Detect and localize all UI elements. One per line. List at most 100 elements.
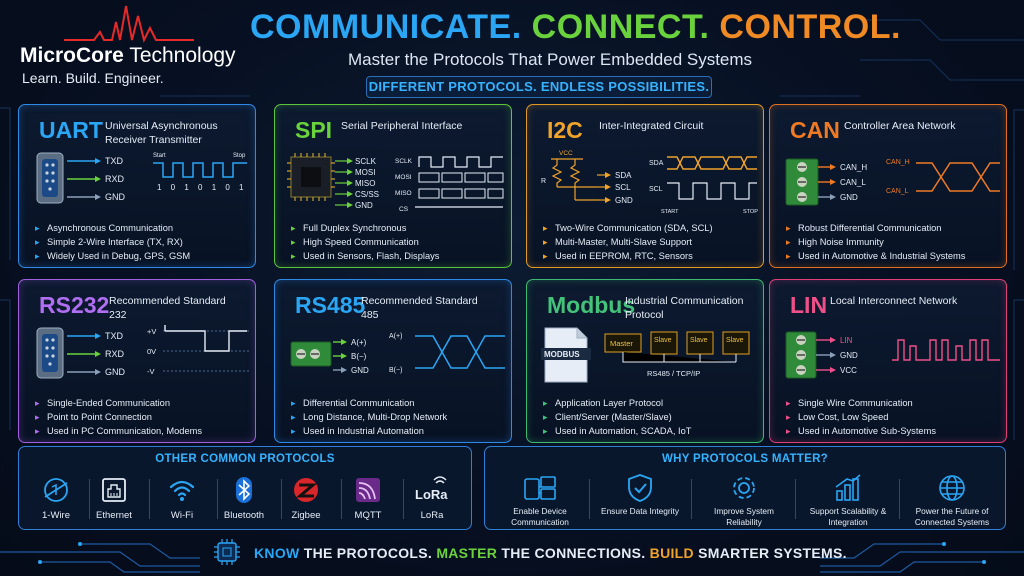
mqtt-icon xyxy=(356,478,380,502)
wave-start-label: Start xyxy=(153,153,166,159)
card-subtitle: Recommended Standard 485 xyxy=(361,295,478,321)
can-card: CAN Controller Area Network CAN_H CAN_L … xyxy=(769,104,1007,268)
spi-card: SPI Serial Peripheral Interface SCLK MOS… xyxy=(274,104,512,268)
slave-label: Slave xyxy=(654,337,672,344)
pin-label: VCC xyxy=(840,366,857,375)
benefit-item: Enable Device Communication xyxy=(495,473,585,528)
bullet: Low Cost, Low Speed xyxy=(786,410,936,424)
benefit-label: Support Scalability & Integration xyxy=(809,506,887,527)
protocol-item: Wi-Fi xyxy=(153,475,211,521)
slave-label: Slave xyxy=(690,337,708,344)
wave-label: CAN_H xyxy=(886,159,910,166)
slave-label: Slave xyxy=(726,337,744,344)
i2c-diagram: VCC R SDA SCL GND SDA SCL START STOP xyxy=(541,150,758,215)
brand-tagline: Learn. Build. Engineer. xyxy=(22,70,164,86)
pin-label: GND xyxy=(615,196,633,205)
protocol-label: MQTT xyxy=(354,510,382,521)
bullet: Two-Wire Communication (SDA, SCL) xyxy=(543,221,713,235)
divider xyxy=(899,479,900,519)
rs232-card: RS232 Recommended Standard 232 TXD RXD G… xyxy=(18,279,256,443)
bullet: Widely Used in Debug, GPS, GSM xyxy=(35,249,190,263)
bullet-list: Single-Ended Communication Point to Poin… xyxy=(35,396,202,438)
protocol-item: MQTT xyxy=(339,475,397,521)
bullet: Single-Ended Communication xyxy=(35,396,202,410)
footer-slogan: KNOW THE PROTOCOLS. MASTER THE CONNECTIO… xyxy=(254,545,847,561)
pin-label: CS/SS xyxy=(355,190,379,199)
card-title: UART xyxy=(39,117,103,143)
bullet: Asynchronous Communication xyxy=(35,221,190,235)
modbus-doc-label: MODBUS xyxy=(544,350,580,359)
chip-icon xyxy=(214,539,240,565)
bullet-list: Differential Communication Long Distance… xyxy=(291,396,447,438)
pin-label: B(−) xyxy=(351,352,367,361)
protocol-item: Zigbee xyxy=(277,475,335,521)
card-subtitle: Local Interconnect Network xyxy=(830,295,958,307)
bullet: Multi-Master, Multi-Slave Support xyxy=(543,235,713,249)
bullet: Long Distance, Multi-Drop Network xyxy=(291,410,447,424)
uart-card: UART Universal Asynchronous Receiver Tra… xyxy=(18,104,256,268)
bullet: High Speed Communication xyxy=(291,235,439,249)
pin-label: GND xyxy=(105,192,126,202)
divider xyxy=(89,479,90,519)
uart-diagram: TXD RXD GND Start Stop 1 0 1 0 1 0 1 0 xyxy=(36,152,251,204)
bullet-list: Single Wire Communication Low Cost, Low … xyxy=(786,396,936,438)
divider xyxy=(281,479,282,519)
card-subtitle: Recommended Standard 232 xyxy=(109,295,226,321)
divider xyxy=(149,479,150,519)
bullet: Used in Automotive & Industrial Systems xyxy=(786,249,965,263)
benefit-item: Improve System Reliability xyxy=(699,473,789,528)
bullet-list: Robust Differential Communication High N… xyxy=(786,221,965,263)
bullet: Used in Automotive Sub-Systems xyxy=(786,424,936,438)
card-title: Modbus xyxy=(547,292,636,318)
protocol-item: Bluetooth xyxy=(215,475,273,521)
card-subtitle: Inter-Integrated Circuit xyxy=(599,120,704,132)
banner: DIFFERENT PROTOCOLS. ENDLESS POSSIBILITI… xyxy=(366,76,712,98)
pin-label: MISO xyxy=(355,179,375,188)
pin-label: SDA xyxy=(615,171,632,180)
pin-label: TXD xyxy=(105,156,124,166)
card-title: RS485 xyxy=(295,292,366,318)
benefit-label: Ensure Data Integrity xyxy=(601,506,679,516)
panel-title: WHY PROTOCOLS MATTER? xyxy=(661,453,829,465)
protocol-label: Bluetooth xyxy=(223,510,265,521)
one-wire-icon xyxy=(44,478,68,502)
card-title: LIN xyxy=(790,292,828,318)
divider xyxy=(403,479,404,519)
bullet: Used in Industrial Automation xyxy=(291,424,447,438)
pin-label: SCLK xyxy=(355,157,377,166)
bullet: Used in Automation, SCADA, IoT xyxy=(543,424,691,438)
ethernet-icon xyxy=(102,478,126,502)
divider xyxy=(589,479,590,519)
zigbee-icon xyxy=(294,478,318,502)
bullet: Differential Communication xyxy=(291,396,447,410)
benefit-item: Support Scalability & Integration xyxy=(803,473,893,528)
pin-label: GND xyxy=(355,201,373,210)
modbus-card: Modbus Industrial Communication Protocol… xyxy=(526,279,764,443)
rs485-card: RS485 Recommended Standard 485 A(+) B(−)… xyxy=(274,279,512,443)
divider xyxy=(341,479,342,519)
card-title: RS232 xyxy=(39,292,110,318)
gear-icon xyxy=(733,477,755,499)
level-label: -V xyxy=(147,367,155,376)
vcc-label: VCC xyxy=(559,150,573,157)
pin-label: GND xyxy=(840,351,858,360)
level-label: +V xyxy=(147,327,156,336)
pin-label: MOSI xyxy=(355,168,375,177)
benefit-item: Ensure Data Integrity xyxy=(595,473,685,517)
bullet: Used in Sensors, Flash, Displays xyxy=(291,249,439,263)
headline: COMMUNICATE. CONNECT. CONTROL. xyxy=(250,8,901,46)
master-label: Master xyxy=(610,339,633,348)
bluetooth-icon xyxy=(236,477,252,503)
globe-icon xyxy=(939,475,965,501)
resistor-label: R xyxy=(541,178,546,185)
other-protocols-panel: OTHER COMMON PROTOCOLS 1-Wire Ethernet W… xyxy=(18,446,472,530)
card-subtitle: Industrial Communication Protocol xyxy=(625,295,744,321)
divider xyxy=(217,479,218,519)
modbus-diagram: MODBUS Master Slave Slave Slave RS485 / … xyxy=(541,327,750,383)
bullet: Simple 2-Wire Interface (TX, RX) xyxy=(35,235,190,249)
spi-diagram: SCLK MOSI MISO CS/SS GND SCLK MOSI MISO … xyxy=(287,153,504,213)
protocol-label: Zigbee xyxy=(291,510,321,521)
pin-label: SCL xyxy=(615,183,631,192)
brand-name: MicroCore Technology xyxy=(20,44,236,67)
wave-label: B(−) xyxy=(389,367,402,374)
